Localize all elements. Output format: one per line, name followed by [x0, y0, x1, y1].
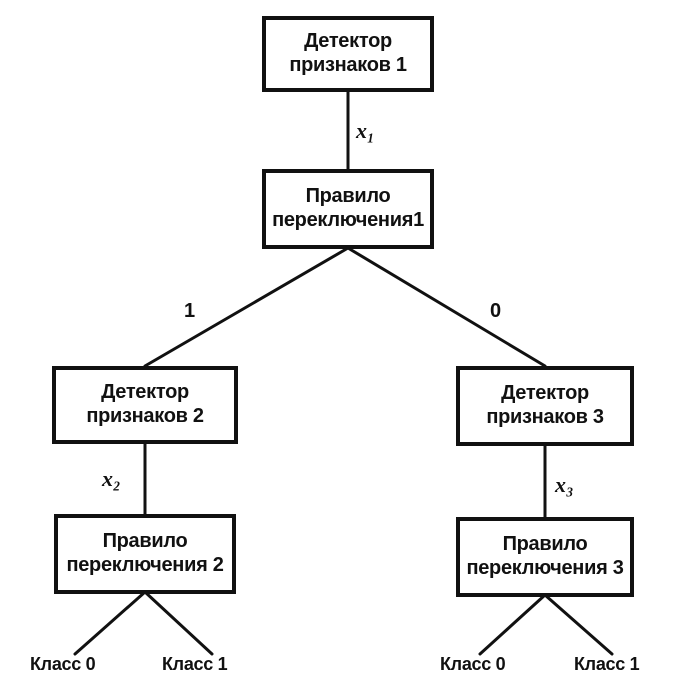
- switching-rule-2-box: Правило переключения 2: [54, 514, 236, 594]
- feature-detector-2-box: Детектор признаков 2: [52, 366, 238, 444]
- feature-detector-2-subtitle: признаков 2: [86, 405, 204, 427]
- switching-rule-2-title: Правило: [102, 530, 188, 553]
- feature-detector-3-subtitle: признаков 3: [486, 406, 604, 428]
- leaf-rule2-class-1: Класс 1: [162, 654, 228, 674]
- switching-rule-1-subtitle: переключения1: [272, 209, 424, 231]
- leaf-rule2-class-0: Класс 0: [30, 654, 96, 674]
- branch-label-1: 1: [184, 300, 196, 322]
- switching-rule-3-subtitle: переключения 3: [466, 557, 624, 579]
- edge-label-x2: x₂: [102, 466, 121, 491]
- switching-rule-2-subtitle: переключения 2: [66, 554, 224, 576]
- switching-rule-3-box: Правило переключения 3: [456, 517, 634, 597]
- leaf-rule3-class-1: Класс 1: [574, 654, 640, 674]
- leaf-rule3-class-0: Класс 0: [440, 654, 506, 674]
- feature-detector-3-title: Детектор: [501, 382, 589, 405]
- edge-rule3-class1: [543, 593, 614, 656]
- edge-label-x3: x₃: [555, 472, 574, 497]
- switching-rule-1-title: Правило: [305, 185, 391, 208]
- edge-rule2-class0: [73, 590, 147, 656]
- feature-detector-1-title: Детектор: [304, 30, 392, 53]
- feature-detector-2-title: Детектор: [101, 381, 189, 404]
- branch-label-0: 0: [490, 300, 502, 322]
- edge-rule1-detector2: [143, 246, 350, 368]
- feature-detector-3-box: Детектор признаков 3: [456, 366, 634, 446]
- edge-rule1-detector3: [346, 246, 547, 368]
- switching-rule-1-box: Правило переключения1: [262, 169, 434, 249]
- feature-detector-1-box: Детектор признаков 1: [262, 16, 434, 92]
- edge-rule2-class1: [143, 590, 214, 656]
- edge-label-x1: x₁: [356, 118, 375, 143]
- switching-rule-3-title: Правило: [502, 533, 588, 556]
- feature-detector-1-subtitle: признаков 1: [289, 54, 407, 76]
- edge-rule3-class0: [478, 593, 547, 656]
